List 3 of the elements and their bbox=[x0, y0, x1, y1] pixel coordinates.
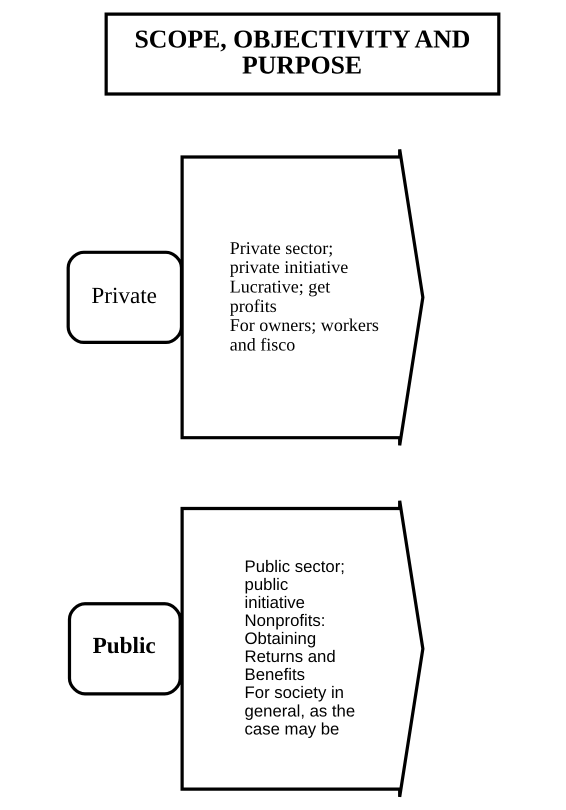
node-box: SCOPE, OBJECTIVITY AND PURPOSE bbox=[104, 12, 500, 96]
node-box: Public bbox=[67, 602, 182, 695]
node-box: Private bbox=[66, 250, 183, 344]
